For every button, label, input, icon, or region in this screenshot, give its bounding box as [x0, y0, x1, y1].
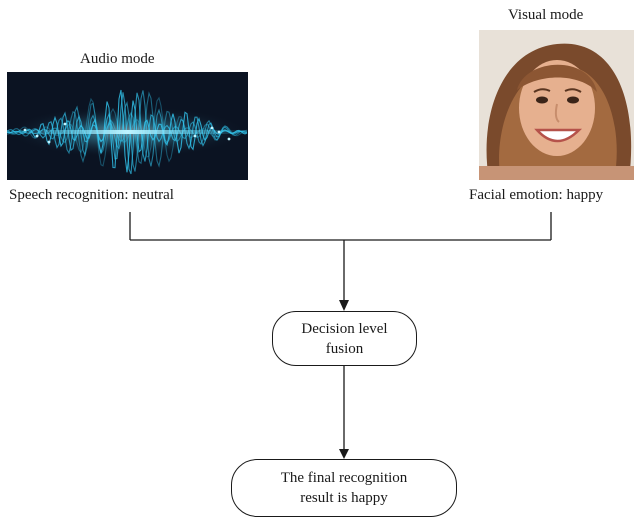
speech-recognition-caption: Speech recognition: neutral	[9, 187, 174, 203]
audio-mode-title: Audio mode	[80, 51, 155, 67]
smiling-face-photo	[479, 30, 634, 180]
fusion-node-line-1: Decision level	[301, 320, 388, 337]
final-result-node: The final recognition result is happy	[231, 459, 457, 517]
sound-wave-image	[7, 72, 248, 180]
decision-level-fusion-node: Decision level fusion	[272, 311, 417, 366]
visual-mode-title: Visual mode	[508, 7, 584, 23]
arrow-down-icon	[339, 300, 349, 311]
sound-wave-graphic	[7, 89, 248, 175]
fusion-node-line-2: fusion	[325, 340, 364, 357]
face-illustration	[479, 30, 634, 180]
facial-emotion-caption: Facial emotion: happy	[469, 187, 604, 203]
result-node-line-2: result is happy	[300, 490, 388, 506]
arrow-down-icon	[339, 449, 349, 459]
result-node-line-1: The final recognition	[280, 470, 408, 486]
